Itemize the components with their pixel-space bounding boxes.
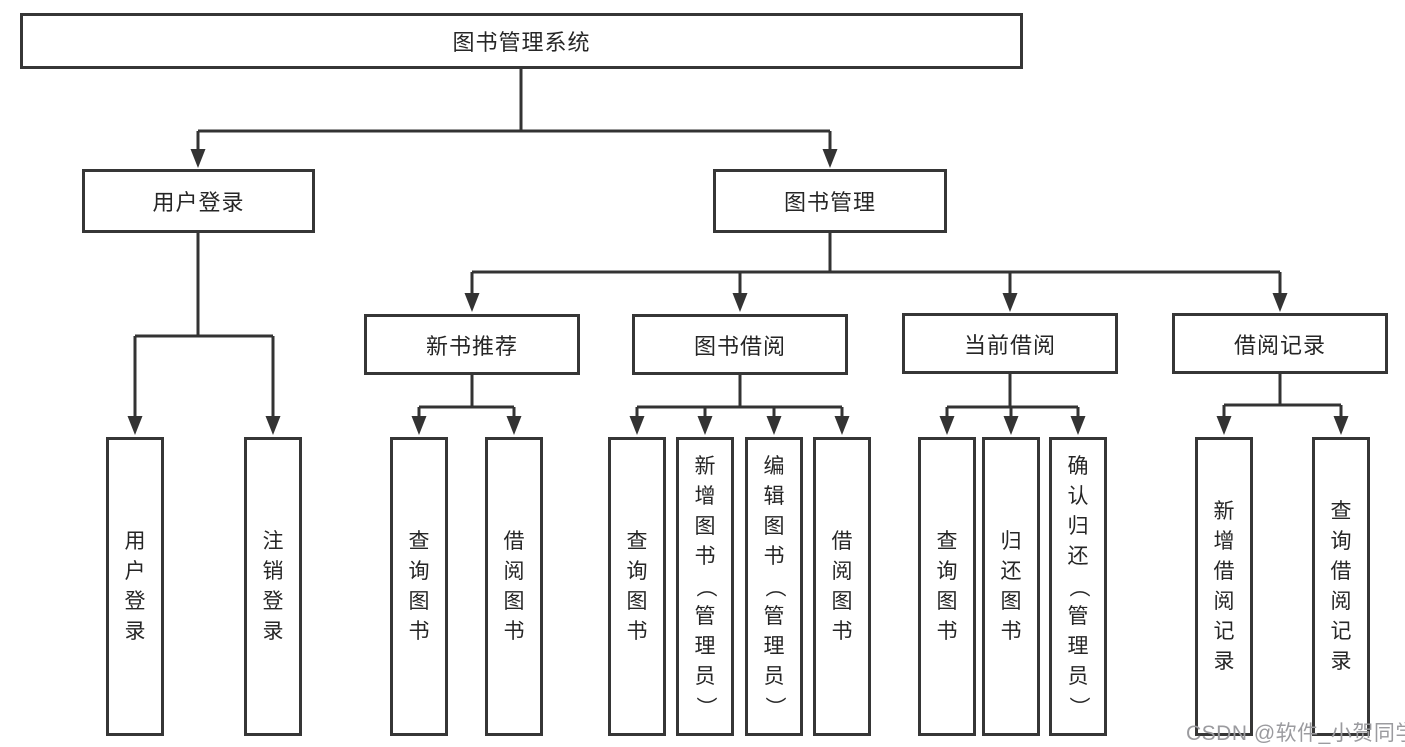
leaf-user-login: 用户登录 (106, 437, 164, 736)
leaf-confirm-return-admin: 确认归还（管理员） (1049, 437, 1107, 736)
leaf-query-books-borrow: 查询图书 (608, 437, 666, 736)
leaf-borrow-books: 借阅图书 (813, 437, 871, 736)
leaf-query-borrow-record: 查询借阅记录 (1312, 437, 1370, 736)
node-book-management: 图书管理 (713, 169, 947, 233)
node-borrow-records: 借阅记录 (1172, 313, 1388, 374)
leaf-edit-books-admin: 编辑图书（管理员） (745, 437, 803, 736)
node-current-borrow: 当前借阅 (902, 313, 1118, 374)
leaf-query-books-current: 查询图书 (918, 437, 976, 736)
node-book-borrow: 图书借阅 (632, 314, 848, 375)
leaf-logout: 注销登录 (244, 437, 302, 736)
node-user-login: 用户登录 (82, 169, 315, 233)
leaf-borrow-books-recommend: 借阅图书 (485, 437, 543, 736)
node-root-library-management-system: 图书管理系统 (20, 13, 1023, 69)
arrowheads (127, 149, 1349, 435)
csdn-watermark: CSDN @软件_小贺同学 (1186, 722, 1405, 745)
leaf-add-borrow-record: 新增借阅记录 (1195, 437, 1253, 736)
leaf-add-books-admin: 新增图书（管理员） (676, 437, 734, 736)
leaf-query-books-recommend: 查询图书 (390, 437, 448, 736)
leaf-return-books: 归还图书 (982, 437, 1040, 736)
node-new-book-recommend: 新书推荐 (364, 314, 580, 375)
